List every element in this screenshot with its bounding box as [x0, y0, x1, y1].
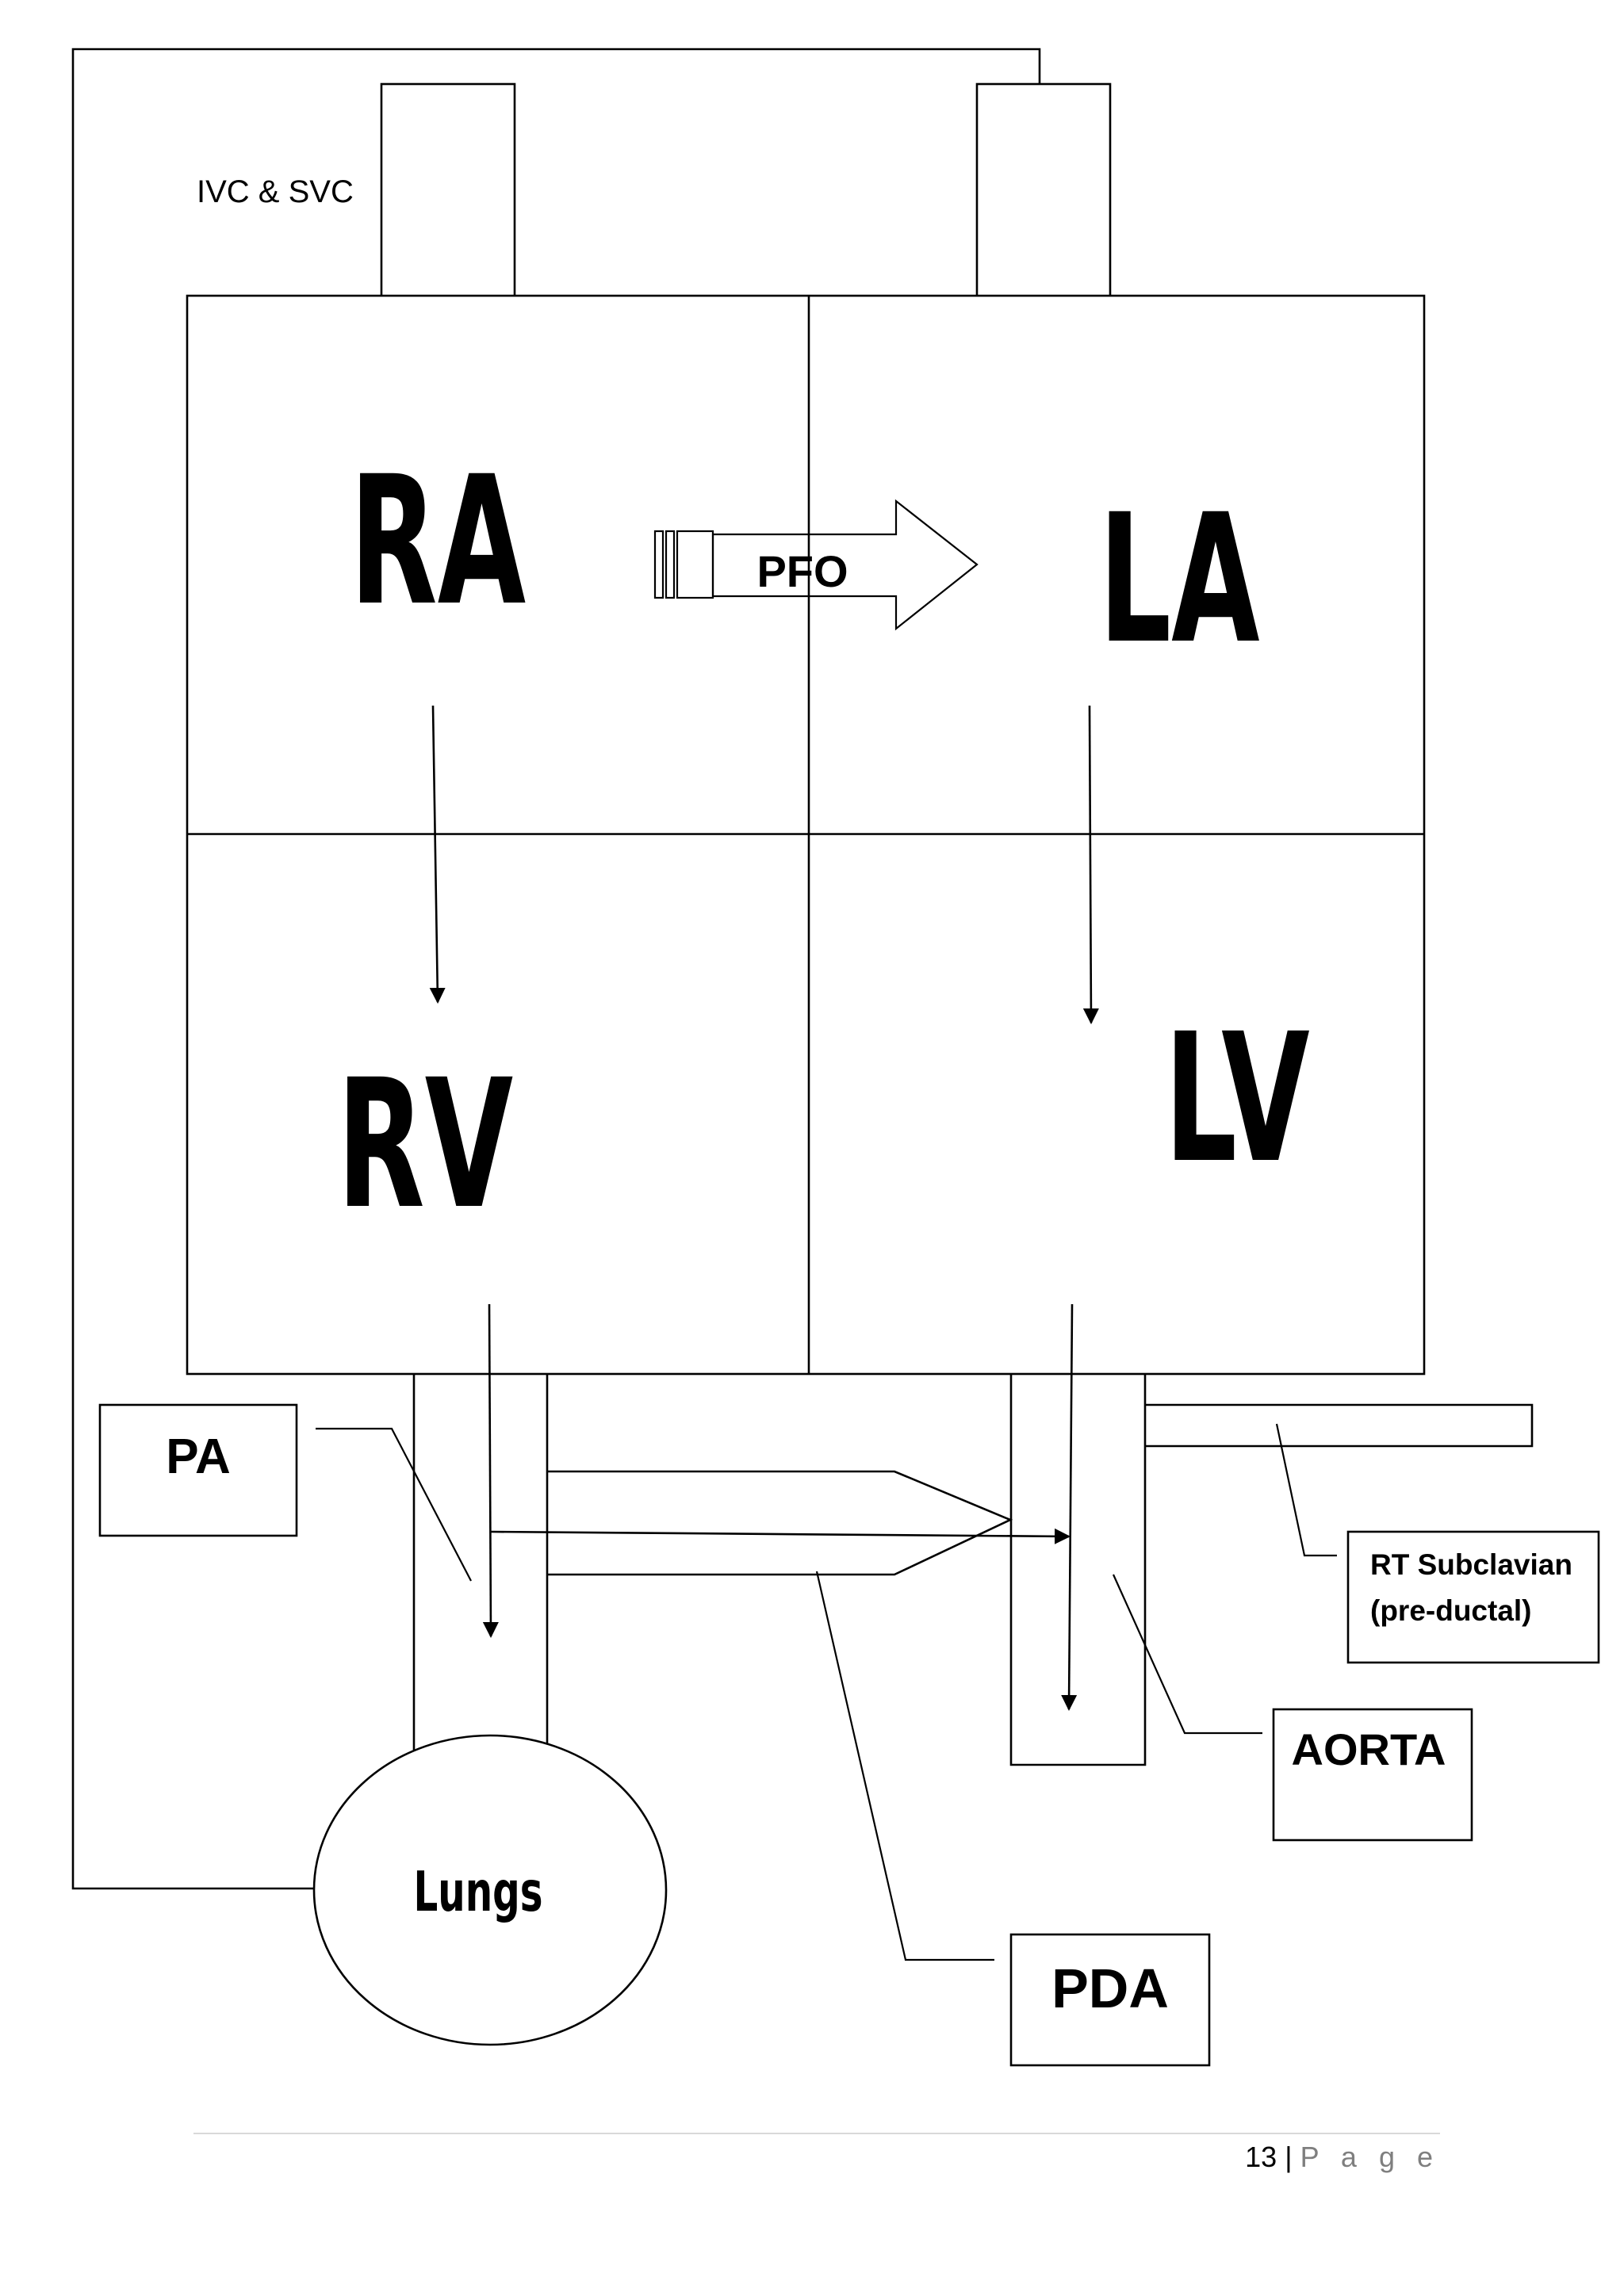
footer-separator: | [1285, 2141, 1293, 2173]
aorta-leader-line [1112, 1574, 1262, 1735]
aorta-label-box [1272, 1708, 1473, 1842]
pfo-label: PFO [756, 546, 848, 596]
rt-subclavian-label-line1: RT Subclavian [1370, 1548, 1572, 1581]
pulmonary-vein-vessel [975, 82, 1112, 298]
pa-leader-line [316, 1427, 472, 1582]
aorta-label: AORTA [1292, 1724, 1446, 1774]
rv-to-pa-arrow [482, 1303, 499, 1638]
page-word: P a g e [1300, 2141, 1440, 2173]
chamber-label-lv: LV [1164, 996, 1309, 1203]
page-number: 13 [1245, 2141, 1277, 2173]
la-to-lv-arrow [1082, 705, 1099, 1024]
rt-subclavian-leader-line [1275, 1423, 1337, 1557]
chamber-label-rv: RV [337, 1042, 513, 1249]
vena-cava-vessel [380, 82, 516, 298]
pfo-arrow [653, 499, 979, 631]
rt-subclavian-label-line2: (pre-ductal) [1370, 1594, 1532, 1627]
rt-subclavian-vessel [1145, 1403, 1534, 1448]
aorta-vessel [1009, 1374, 1147, 1766]
chamber-label-ra: RA [350, 438, 526, 645]
rt-subclavian-label-box [1346, 1530, 1600, 1664]
lungs-label: Lungs [413, 1860, 542, 1924]
page-footer: 13|P a g e [1245, 2141, 1440, 2174]
ra-to-rv-arrow [429, 705, 446, 1004]
vessels-label: IVC & SVC [197, 174, 354, 209]
footer-divider [193, 2133, 1440, 2134]
pa-label-box [98, 1403, 298, 1537]
lv-to-aorta-arrow [1061, 1303, 1078, 1711]
pda-label: PDA [1051, 1957, 1169, 2019]
pa-label: PA [166, 1429, 231, 1484]
pda-flow-arrow [490, 1528, 1071, 1544]
chamber-label-la: LA [1098, 476, 1259, 683]
pda-leader-line [815, 1571, 994, 1961]
pda-label-box [1009, 1933, 1211, 2067]
lungs-shape [312, 1734, 668, 2046]
pda-vessel [547, 1470, 1013, 1576]
